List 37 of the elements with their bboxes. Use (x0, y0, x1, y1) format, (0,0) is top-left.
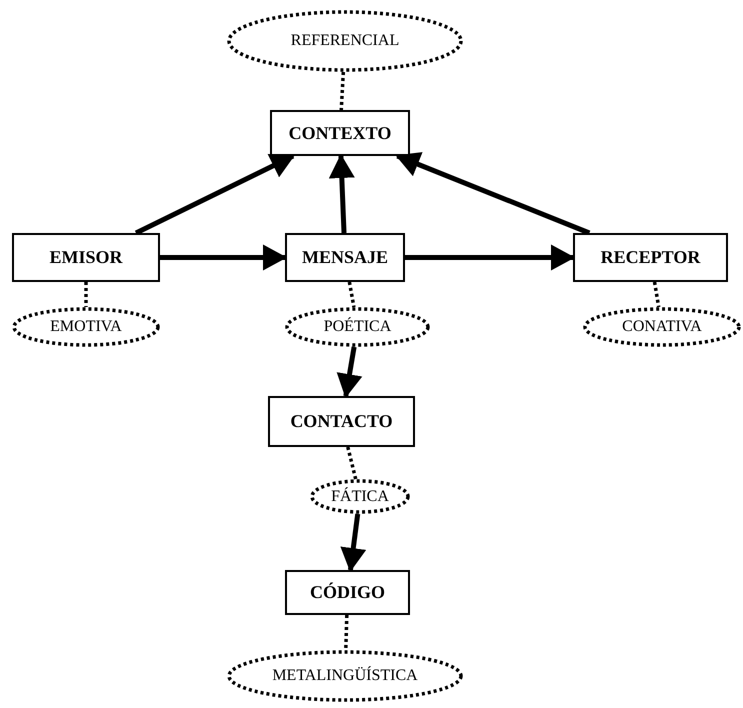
dotted-connector (348, 282, 356, 308)
function-ellipse (583, 307, 741, 347)
element-label: CONTACTO (290, 410, 393, 433)
element-box (12, 233, 160, 282)
arrow (336, 346, 362, 398)
dotted-connector (340, 72, 346, 110)
function-ellipse (227, 650, 463, 702)
function-label: EMOTIVA (50, 317, 122, 337)
element-box (285, 233, 405, 282)
arrow (328, 154, 355, 234)
function-ellipse (12, 307, 160, 347)
arrow (405, 244, 575, 270)
arrow (340, 514, 366, 572)
element-box (285, 570, 410, 615)
function-label: POÉTICA (324, 316, 392, 337)
arrow (160, 244, 287, 270)
arrow (396, 152, 590, 236)
dotted-connector (84, 282, 88, 307)
element-box (270, 110, 410, 156)
function-label: REFERENCIAL (290, 31, 400, 51)
function-label: CONATIVA (622, 317, 702, 337)
function-ellipse (310, 479, 410, 514)
element-label: MENSAJE (302, 246, 388, 269)
function-ellipse (285, 307, 430, 347)
function-label: METALINGÜÍSTICA (272, 665, 418, 686)
element-box (268, 396, 415, 447)
function-ellipse (227, 10, 463, 72)
element-label: CONTEXTO (288, 122, 392, 144)
element-label: CÓDIGO (310, 581, 385, 604)
element-box (573, 233, 728, 282)
function-label: FÁTICA (331, 486, 389, 506)
dotted-connector (346, 446, 358, 480)
dotted-connector (344, 614, 349, 650)
element-label: RECEPTOR (600, 246, 700, 269)
element-label: EMISOR (49, 246, 122, 269)
dotted-connector (652, 282, 660, 308)
arrow (134, 154, 295, 236)
